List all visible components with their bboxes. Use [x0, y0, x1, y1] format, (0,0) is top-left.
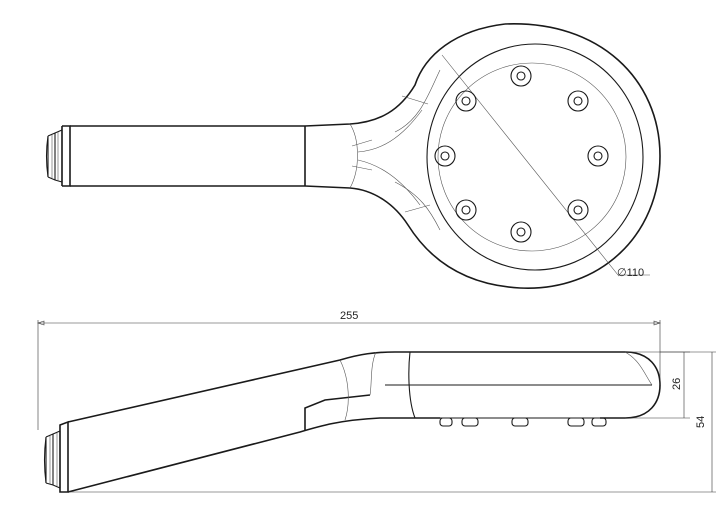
top-view-nozzles	[434, 65, 609, 243]
side-view-body	[67, 351, 661, 493]
length-dimension: 255	[37, 310, 661, 430]
nozzle-bump	[511, 417, 529, 427]
nozzle	[455, 199, 477, 221]
total-height-dimension: 54	[68, 351, 716, 493]
nozzle	[567, 199, 589, 221]
length-label: 255	[340, 310, 358, 322]
nozzle-bump	[591, 417, 607, 427]
face-height-dimension: 26	[625, 351, 690, 419]
nozzle	[510, 65, 532, 87]
nozzle	[587, 145, 609, 167]
total-height-label: 54	[695, 416, 707, 428]
top-view-head	[426, 23, 661, 289]
face-height-label: 26	[671, 378, 683, 390]
top-view: ∅110	[45, 23, 661, 289]
diameter-label: ∅110	[617, 267, 644, 279]
nozzle	[510, 221, 532, 243]
top-view-connector	[45, 125, 71, 187]
nozzle	[455, 90, 477, 112]
side-view-nozzles	[439, 417, 607, 427]
side-view: 255 26 54	[37, 310, 716, 493]
nozzle-bump	[439, 417, 453, 427]
nozzle-bump	[461, 417, 479, 427]
nozzle	[434, 145, 456, 167]
side-view-connector	[43, 420, 69, 493]
nozzle-bump	[567, 417, 585, 427]
nozzle	[567, 90, 589, 112]
diameter-leader-line	[441, 54, 650, 276]
top-view-handle	[70, 23, 521, 289]
